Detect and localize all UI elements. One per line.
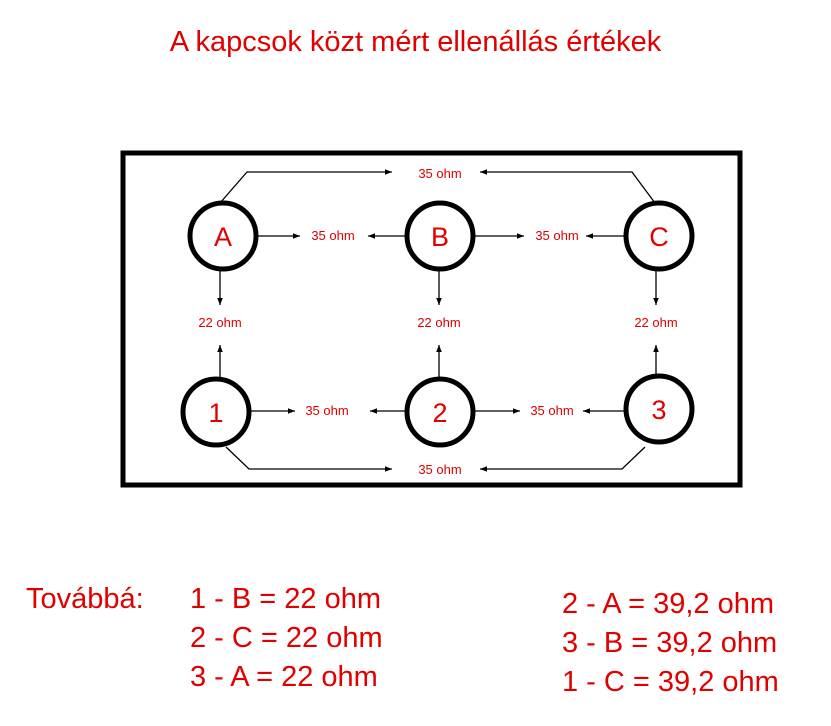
- edge-1-3: 35 ohm: [225, 446, 646, 477]
- edge-1-2: 35 ohm: [251, 403, 406, 418]
- node-label-a: A: [214, 222, 232, 252]
- node-3: 3: [623, 373, 695, 445]
- terminal-box: [120, 150, 743, 488]
- edge-b-c: 35 ohm: [474, 228, 625, 243]
- edge-a-b: 35 ohm: [257, 228, 406, 243]
- edge-label-1-2: 35 ohm: [305, 403, 348, 418]
- edge-label-a-1: 22 ohm: [198, 315, 241, 330]
- node-1: 1: [180, 376, 252, 448]
- node-a: A: [187, 200, 259, 272]
- edge-2-3: 35 ohm: [474, 403, 625, 418]
- note-line: 3 - A = 22 ohm: [190, 661, 378, 693]
- diagram-title: A kapcsok közt mért ellenállás értékek: [169, 26, 662, 58]
- edge-b-2: 22 ohm: [417, 270, 461, 380]
- edge-c-3: 22 ohm: [634, 270, 678, 378]
- node-b: B: [404, 200, 476, 272]
- node-label-b: B: [431, 222, 449, 252]
- notes-left: 1 - B = 22 ohm 2 - C = 22 ohm 3 - A = 22…: [190, 580, 383, 697]
- note-line: 2 - C = 22 ohm: [190, 622, 383, 654]
- note-line: 1 - C = 39,2 ohm: [562, 666, 779, 698]
- edge-label-1-3: 35 ohm: [418, 462, 461, 477]
- edge-a-1: 22 ohm: [198, 270, 242, 380]
- edge-label-c-3: 22 ohm: [634, 315, 677, 330]
- node-2: 2: [404, 376, 476, 448]
- node-label-2: 2: [432, 398, 447, 428]
- edge-label-2-3: 35 ohm: [530, 403, 573, 418]
- edge-label-a-b: 35 ohm: [311, 228, 354, 243]
- notes-right: 2 - A = 39,2 ohm 3 - B = 39,2 ohm 1 - C …: [562, 585, 779, 702]
- edge-a-c: 35 ohm: [219, 166, 656, 204]
- node-label-c: C: [649, 222, 669, 252]
- node-label-1: 1: [208, 398, 223, 428]
- edge-label-b-2: 22 ohm: [417, 315, 460, 330]
- note-line: 1 - B = 22 ohm: [190, 583, 382, 615]
- edge-label-a-c: 35 ohm: [418, 166, 461, 181]
- notes-prefix: Továbbá:: [26, 580, 144, 619]
- node-c: C: [623, 200, 695, 272]
- notes-prefix-text: Továbbá:: [26, 583, 144, 615]
- note-line: 3 - B = 39,2 ohm: [562, 627, 778, 659]
- note-line: 2 - A = 39,2 ohm: [562, 588, 775, 620]
- node-label-3: 3: [651, 395, 666, 425]
- edge-label-b-c: 35 ohm: [535, 228, 578, 243]
